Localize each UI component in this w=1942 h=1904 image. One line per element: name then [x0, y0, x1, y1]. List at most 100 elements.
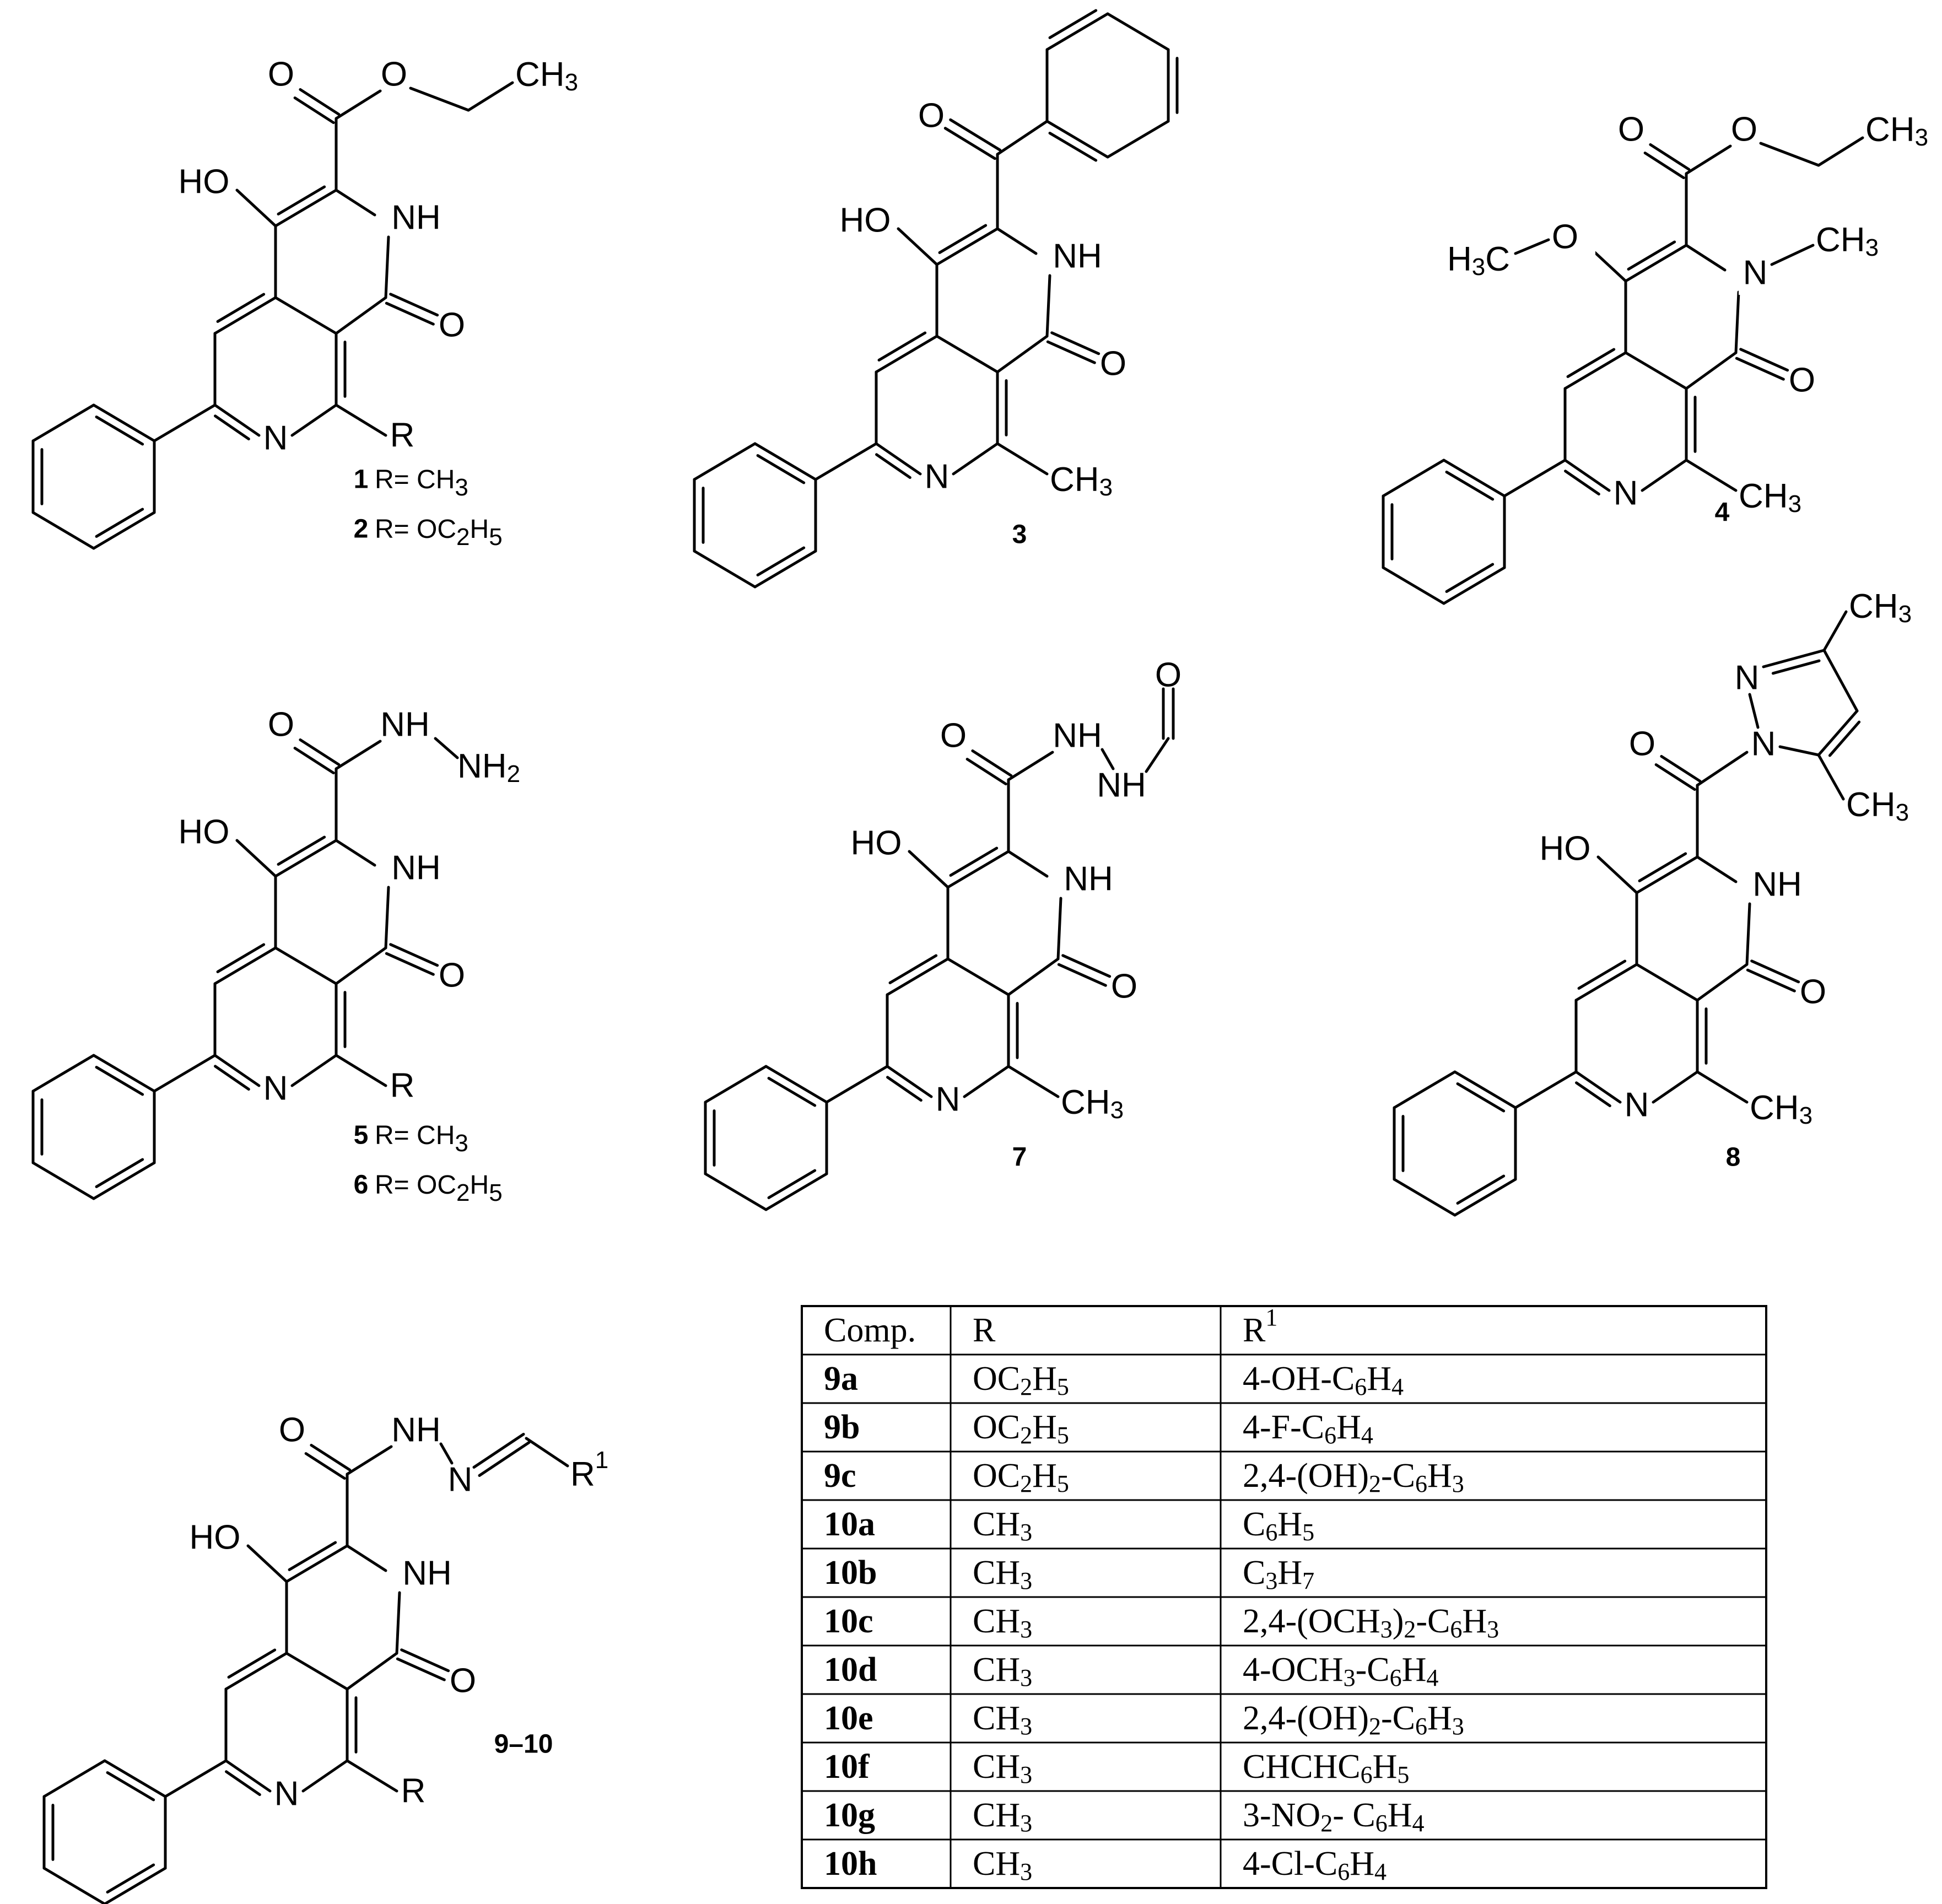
table-cell-r: CH3​ — [973, 1651, 1032, 1691]
mol-4-c4a-c5-bond-inner — [1566, 348, 1616, 378]
mol-1-c8-r-bond — [335, 403, 387, 437]
mol-7-c8a-c4a-bond — [946, 957, 1010, 996]
mol-8-ph-bond-3 — [1393, 1178, 1456, 1217]
table-cell-r1: C6​H5​ — [1243, 1506, 1314, 1546]
mol-4-c6-n7-bond — [1563, 459, 1611, 492]
table-cell-r: CH3​ — [973, 1554, 1032, 1594]
mol-4-ch2ch3-bond — [1817, 136, 1864, 167]
table-cell-r1: 4-OCH3​-C6​H4​ — [1243, 1651, 1438, 1691]
mol-3-n7-c8-bond — [952, 442, 999, 476]
table-cell-comp: 10h — [824, 1845, 877, 1883]
mol-3-ring-n: N — [925, 458, 950, 496]
mol-5-c1-c8a-bond — [335, 946, 387, 985]
mol-9-10-c6-ph-bond — [164, 1759, 228, 1798]
mol-9-10-nh-n-bond — [439, 1442, 454, 1465]
table-cell-r: CH3​ — [973, 1797, 1032, 1837]
mol-8-acyl-co — [1660, 754, 1702, 783]
table-cell-r: CH3​ — [973, 1748, 1032, 1788]
mol-1-c3-n2-bond — [335, 188, 376, 217]
mol-7-c4-c3-bond — [946, 850, 1010, 889]
mol-7-ph-bond-0 — [764, 1065, 828, 1104]
mol-4-ethyl-ch3: CH3​ — [1865, 111, 1928, 151]
mol-8-c6-ph-bond — [1514, 1070, 1578, 1109]
table-cell-r: CH3​ — [973, 1700, 1032, 1740]
mol-5-hydrazide-nh: NH — [380, 706, 430, 744]
mol-3-n2-c1-bond — [1045, 274, 1051, 338]
mol-3-c4-c3-bond-inner — [938, 224, 988, 254]
mol-8-pz-n1-n2 — [1748, 693, 1760, 729]
mol-7-c3-n2-bond — [1007, 850, 1049, 878]
table-cell-r: OC2​H5​ — [973, 1457, 1069, 1497]
mol-1-c1-o-double-b — [389, 293, 439, 317]
mol-7-nh-cho-bond — [1145, 737, 1170, 773]
mol-1-c4a-c5-bond — [213, 296, 277, 335]
mol-1-c8a-c4a-bond — [274, 296, 338, 335]
mol-3-c1-c8a-bond — [996, 335, 1049, 374]
mol-1-ester-o: O — [381, 56, 407, 94]
mol-6-number: 6 — [354, 1171, 369, 1200]
mol-9-10-r-label: R — [401, 1772, 426, 1810]
mol-8-pz-c4-c5 — [1817, 709, 1859, 757]
mol-8-ph-bond-0 — [1453, 1070, 1517, 1109]
mol-4-c4-c3-bond-inner — [1627, 240, 1676, 271]
mol-9-10-r1-label: R1 — [570, 1447, 608, 1493]
mol-7-c4-c3-bond-inner — [949, 846, 999, 877]
table-cell-r1: C3​H7​ — [1243, 1554, 1314, 1594]
mol-5-carbonyl-o: O — [439, 957, 465, 995]
mol-7-ph-bond-4-inner — [767, 1169, 817, 1199]
mol-3-c4-c3-bond — [935, 227, 999, 266]
mol-7-n7-c8-bond — [963, 1065, 1010, 1098]
mol-3-ph-bond-0 — [753, 442, 817, 481]
mol-2-r-caption: R= OC2​H5​ — [375, 515, 503, 551]
table-cell-comp: 10f — [824, 1748, 870, 1786]
table-cell-r: CH3​ — [973, 1845, 1032, 1885]
mol-9-10-ph-bond-4 — [103, 1867, 167, 1904]
mol-8-pz-n2-c3-inner — [1771, 659, 1821, 675]
mol-9-10-c8a-c4a-bond — [285, 1652, 349, 1691]
table-cell-comp: 9b — [824, 1409, 860, 1446]
mol-4-c4a-c5-bond — [1563, 351, 1627, 390]
mol-4-c3-n2-bond — [1685, 244, 1727, 272]
mol-8-pz-n1: N — [1751, 725, 1776, 763]
mol-1-ethyl-ch3: CH3​ — [515, 56, 578, 96]
mol-3-c8a-c4a-bond — [935, 335, 999, 374]
mol-5-c8a-c4a-bond — [274, 946, 338, 985]
mol-9-10-c-nh-bond — [346, 1445, 393, 1476]
mol-9-10-c4-c3-bond — [285, 1544, 349, 1583]
mol-8-pz-c3-c4 — [1822, 649, 1859, 713]
table-cell-comp: 10g — [824, 1797, 875, 1834]
mol-9-10-n7-c8-bond — [301, 1759, 349, 1793]
mol-8-nh-label: NH — [1752, 866, 1802, 904]
mol-3-c4-oh-bond — [897, 227, 938, 266]
mol-1-c4a-c5-bond-inner — [216, 293, 266, 323]
mol-5-ph-bond-0-inner — [95, 1066, 144, 1096]
mol-3-c3-n2-bond — [996, 227, 1038, 255]
mol-4-n-methyl-n: N — [1743, 254, 1768, 292]
mol-7-c6-n7-bond — [886, 1065, 933, 1098]
mol-4-cover-nh — [1739, 253, 1799, 295]
mol-9-10-nh-label: NH — [402, 1555, 452, 1593]
mol-9-10-imine-n: N — [448, 1461, 473, 1499]
mol-1-c4-c3-bond-inner — [277, 185, 326, 215]
mol-3-c6-ph-bond — [814, 442, 878, 481]
mol-1-c6-n7-bond — [213, 403, 261, 437]
mol-6-r-caption: R= OC2​H5​ — [375, 1171, 503, 1206]
mol-4-ph-bond-0-inner — [1445, 471, 1495, 501]
mol-7-c1-o-double — [1057, 963, 1107, 987]
mol-5-c4-c3-bond — [274, 839, 338, 878]
mol-8-c4a-c5-bond-inner — [1577, 959, 1627, 990]
mol-7-carbonyl-o: O — [1111, 968, 1137, 1006]
mol-7-c-nh-bond — [1007, 751, 1054, 781]
mol-4-c1-o-double-b — [1739, 348, 1789, 372]
mol-1-n7-c8-bond — [290, 403, 338, 437]
mol-5-c3-n2-bond — [335, 839, 376, 867]
table-cell-comp: 10b — [824, 1554, 877, 1592]
mol-1-ph-bond-4-inner — [95, 508, 144, 538]
mol-1-ring-n: N — [263, 419, 288, 457]
mol-5-hydrazide-o: O — [268, 706, 294, 744]
mol-7-ph-bond-4 — [764, 1172, 828, 1211]
mol-5-hydrazide-co-b — [293, 747, 335, 775]
mol-5-c4a-c5-bond-inner — [216, 943, 266, 973]
mol-7-c6-n7-bond-inner — [886, 1076, 923, 1102]
mol-8-c4-oh-bond — [1596, 855, 1638, 894]
